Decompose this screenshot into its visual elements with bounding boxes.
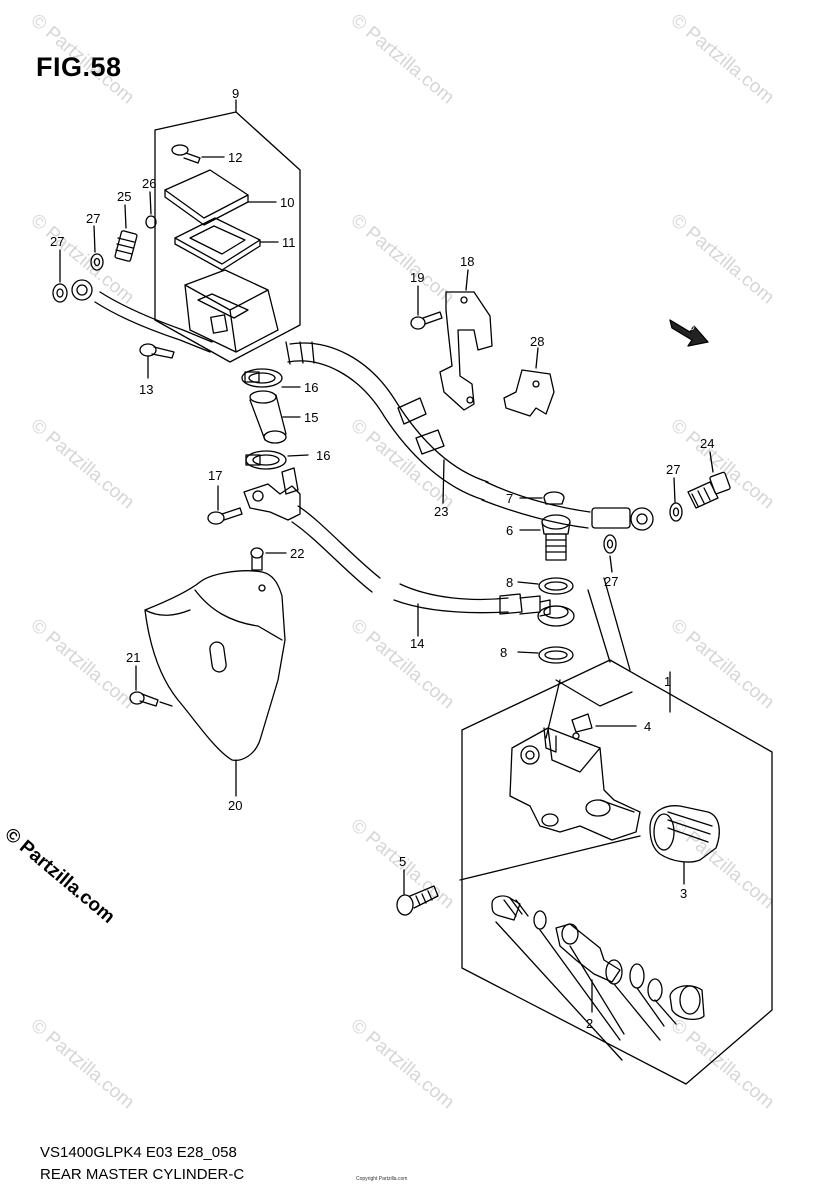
- cylinder-bolt: [396, 869, 439, 916]
- cover-mount-bolt: [129, 665, 173, 707]
- union-bolt: [114, 204, 138, 262]
- part-number-13: 13: [139, 382, 153, 397]
- bracket-mount-bolt: [410, 285, 443, 330]
- part-number-14: 14: [410, 636, 424, 651]
- figure-title: FIG.58: [36, 52, 122, 82]
- part-number-17: 17: [208, 468, 222, 483]
- part-number-22: 22: [290, 546, 304, 561]
- part-number-10: 10: [280, 195, 294, 210]
- reservoir-long-hose: [285, 341, 591, 529]
- part-number-25: 25: [117, 189, 131, 204]
- part-number-21: 21: [126, 650, 140, 665]
- part-number-28: 28: [530, 334, 544, 349]
- mounting-bolt: [139, 343, 175, 379]
- small-cap: [145, 215, 157, 229]
- washer: [606, 539, 614, 549]
- part-number-27-cylinder: 27: [604, 574, 618, 589]
- reservoir-cap-screw: [171, 144, 225, 164]
- hose-banjo: [537, 605, 575, 627]
- bracket-bolt: [207, 485, 243, 525]
- assembly-name: REAR MASTER CYLINDER-C: [40, 1166, 245, 1183]
- part-number-9: 9: [232, 86, 239, 101]
- part-number-labels: 1 2 3 4 5 6 7 8 8 9 10 11 12 13 14 15 16…: [50, 86, 714, 1031]
- part-number-24: 24: [700, 436, 714, 451]
- side-cover: [144, 570, 286, 797]
- part-number-3: 3: [680, 886, 687, 901]
- o-ring: [538, 646, 574, 664]
- part-number-19: 19: [410, 270, 424, 285]
- part-number-8-lower: 8: [500, 645, 507, 660]
- washer: [56, 288, 64, 298]
- o-ring: [538, 577, 574, 595]
- washer: [672, 507, 680, 517]
- part-number-16-lower: 16: [316, 448, 330, 463]
- banjo-fitting: [591, 507, 654, 531]
- hose-connector: [519, 514, 571, 561]
- part-number-11: 11: [282, 235, 296, 250]
- part-number-23: 23: [434, 504, 448, 519]
- part-number-8-upper: 8: [506, 575, 513, 590]
- washer: [603, 534, 617, 554]
- piston-kit: [491, 895, 705, 1061]
- reservoir-hose: [71, 279, 213, 353]
- o-ring: [544, 650, 568, 660]
- reservoir-cap: [164, 169, 277, 226]
- washer: [93, 257, 101, 267]
- push-rod-boot: [649, 805, 720, 885]
- part-number-7: 7: [506, 491, 513, 506]
- reservoir-body: [184, 269, 279, 353]
- part-number-12: 12: [228, 150, 242, 165]
- hose-clamp: [245, 450, 309, 470]
- union-bolt-right: [687, 451, 731, 509]
- part-number-15: 15: [304, 410, 318, 425]
- part-number-20: 20: [228, 798, 242, 813]
- master-cylinder-outline: [461, 659, 773, 1085]
- part-number-16-upper: 16: [304, 380, 318, 395]
- part-number-4: 4: [644, 719, 651, 734]
- washer: [90, 253, 104, 271]
- model-code: VS1400GLPK4 E03 E28_058: [40, 1144, 237, 1161]
- part-number-26: 26: [142, 176, 156, 191]
- part-number-27-upper-left: 27: [86, 211, 100, 226]
- master-cylinder-hose: [291, 505, 551, 637]
- part-number-5: 5: [399, 854, 406, 869]
- part-number-27-right: 27: [666, 462, 680, 477]
- small-copyright: Copyright Partzilla.com: [356, 1176, 408, 1182]
- o-ring: [544, 581, 568, 591]
- reservoir-short-hose: [249, 390, 301, 444]
- part-number-1: 1: [664, 674, 671, 689]
- bleeder-cap: [519, 491, 565, 505]
- hose-clamp: [241, 368, 301, 388]
- forward-arrow: [669, 319, 709, 347]
- washer: [669, 502, 683, 522]
- clamp-bracket: [503, 347, 555, 417]
- part-number-2: 2: [586, 1016, 593, 1031]
- part-number-6: 6: [506, 523, 513, 538]
- master-cylinder-body: [509, 727, 641, 841]
- cover-bolt: [250, 547, 287, 571]
- washer: [52, 283, 68, 303]
- reservoir-bracket: [439, 269, 493, 411]
- dust-cap: [571, 713, 637, 733]
- part-number-27-left: 27: [50, 234, 64, 249]
- part-number-18: 18: [460, 254, 474, 269]
- reservoir-diaphragm: [174, 217, 279, 271]
- hose-fitting: [243, 467, 301, 521]
